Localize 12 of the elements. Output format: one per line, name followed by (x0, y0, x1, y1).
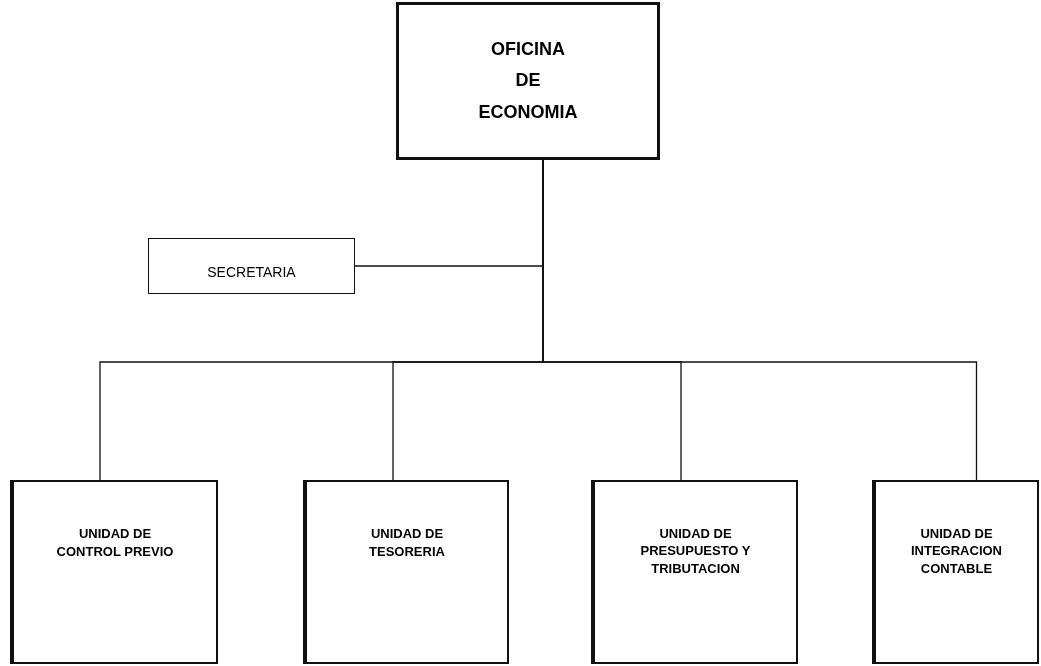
unit-name: SECRETARIA (207, 262, 296, 282)
unit-box (10, 480, 218, 664)
unit-box (872, 480, 1039, 664)
unit-box (303, 480, 509, 664)
unit-name: UNIDAD DE PRESUPUESTO Y TRIBUTACION (639, 524, 752, 578)
unit-name: UNIDAD DE INTEGRACION CONTABLE (910, 524, 1003, 578)
unit-box (591, 480, 798, 664)
office-title: OFICINA DE ECONOMIA (478, 37, 578, 124)
secretary-box (148, 238, 355, 294)
unit-name: UNIDAD DE CONTROL PREVIO (55, 525, 175, 561)
unit-name: UNIDAD DE TESORERIA (368, 525, 446, 561)
head-office-box (396, 2, 660, 160)
